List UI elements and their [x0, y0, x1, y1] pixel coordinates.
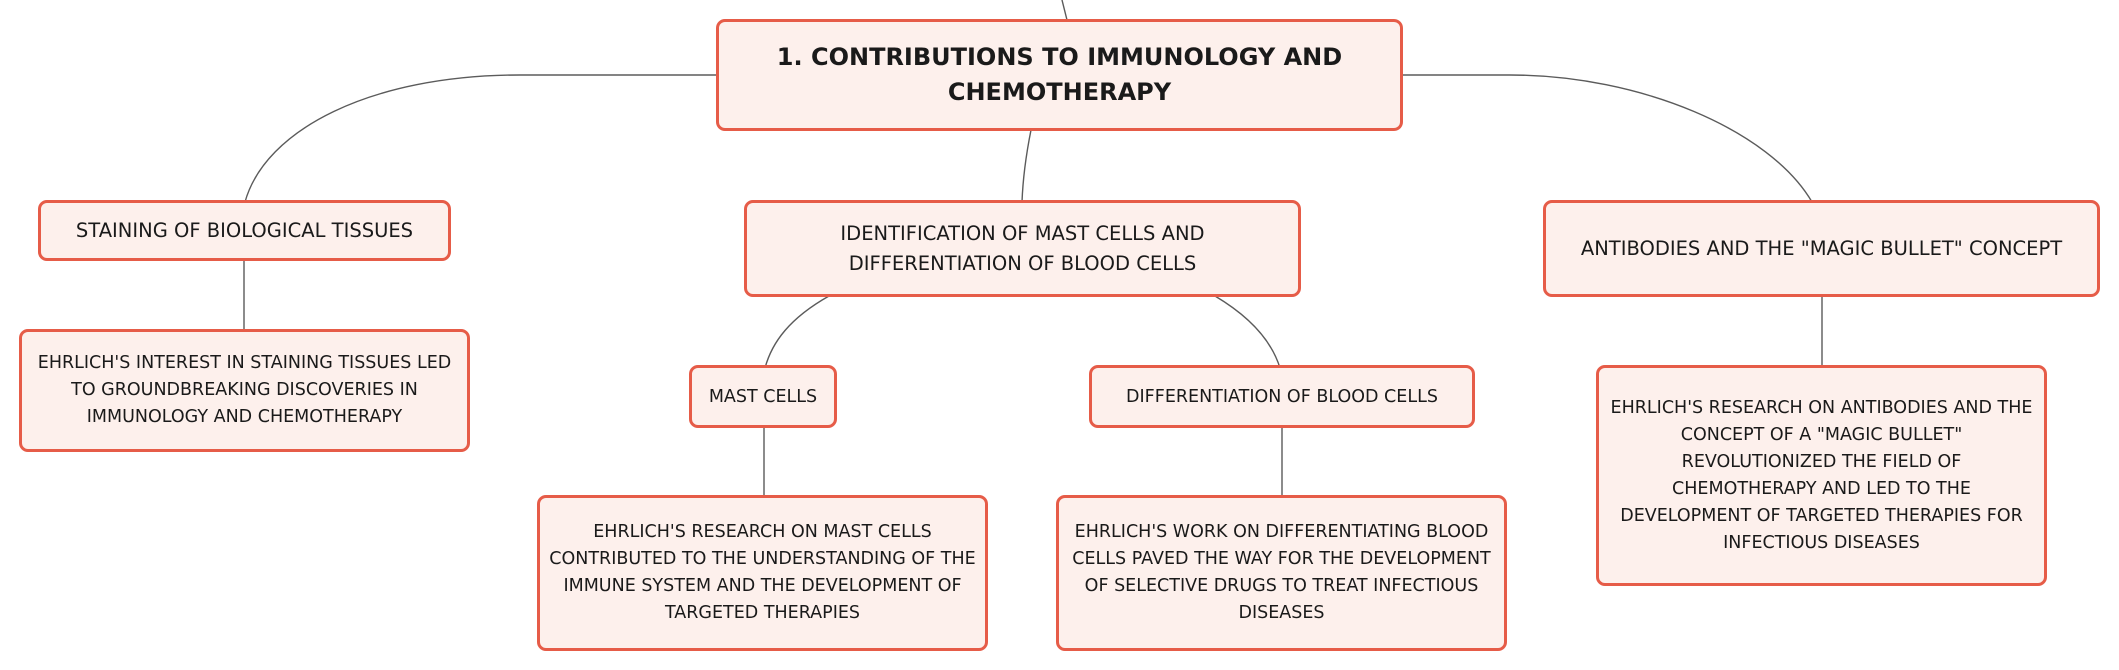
- blood-cells-detail-text: EHRLICH'S WORK ON DIFFERENTIATING BLOOD …: [1072, 522, 1491, 623]
- connector-mast-branch-to-blood: [1214, 295, 1281, 369]
- mast-cells-subtopic-node[interactable]: MAST CELLS: [689, 365, 837, 428]
- central-topic-label: 1. CONTRIBUTIONS TO IMMUNOLOGY AND CHEMO…: [776, 43, 1343, 106]
- mast-cells-topic-node[interactable]: IDENTIFICATION OF MAST CELLS AND DIFFERE…: [744, 200, 1301, 297]
- staining-topic-label: STAINING OF BIOLOGICAL TISSUES: [75, 218, 414, 242]
- staining-topic-node[interactable]: STAINING OF BIOLOGICAL TISSUES: [38, 200, 451, 261]
- central-topic-node[interactable]: 1. CONTRIBUTIONS TO IMMUNOLOGY AND CHEMO…: [716, 19, 1403, 131]
- staining-detail-text: EHRLICH'S INTEREST IN STAINING TISSUES L…: [37, 353, 452, 427]
- connector-mast-branch-to-mast: [764, 295, 830, 369]
- connector-to-parent: [1061, 0, 1068, 21]
- mast-cells-subtopic-label: MAST CELLS: [708, 386, 818, 407]
- antibodies-detail-node[interactable]: EHRLICH'S RESEARCH ON ANTIBODIES AND THE…: [1596, 365, 2047, 586]
- antibodies-detail-text: EHRLICH'S RESEARCH ON ANTIBODIES AND THE…: [1610, 397, 2033, 553]
- blood-cells-subtopic-label: DIFFERENTIATION OF BLOOD CELLS: [1126, 386, 1438, 407]
- mast-cells-detail-text: EHRLICH'S RESEARCH ON MAST CELLS CONTRIB…: [549, 522, 976, 623]
- antibodies-topic-node[interactable]: ANTIBODIES AND THE "MAGIC BULLET" CONCEP…: [1543, 200, 2100, 297]
- connector-central-to-mast-branch: [1021, 129, 1032, 203]
- mast-cells-topic-label: IDENTIFICATION OF MAST CELLS AND DIFFERE…: [840, 221, 1205, 275]
- staining-detail-node[interactable]: EHRLICH'S INTEREST IN STAINING TISSUES L…: [19, 329, 470, 452]
- blood-cells-subtopic-node[interactable]: DIFFERENTIATION OF BLOOD CELLS: [1089, 365, 1475, 428]
- mast-cells-detail-node[interactable]: EHRLICH'S RESEARCH ON MAST CELLS CONTRIB…: [537, 495, 988, 651]
- connector-central-to-staining: [244, 74, 716, 203]
- antibodies-topic-label: ANTIBODIES AND THE "MAGIC BULLET" CONCEP…: [1580, 236, 2063, 260]
- blood-cells-detail-node[interactable]: EHRLICH'S WORK ON DIFFERENTIATING BLOOD …: [1056, 495, 1507, 651]
- connector-central-to-antibodies: [1402, 74, 1813, 203]
